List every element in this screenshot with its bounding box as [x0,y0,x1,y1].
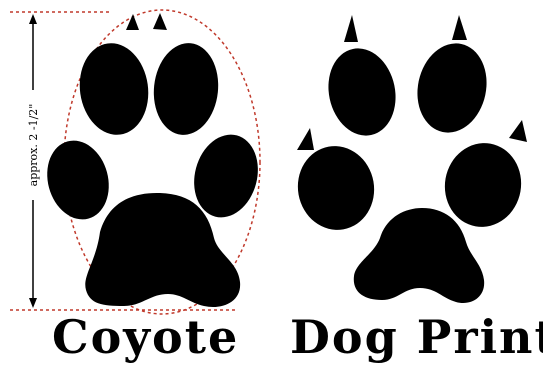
dog-claw-front-right [452,15,467,40]
coyote-toe-front-right [149,40,222,138]
dog-toe-side-left [291,140,380,236]
dog-claw-side-left [297,128,314,150]
dog-claw-side-right [509,120,527,142]
dog-print-caption: Dog Print [290,312,543,362]
coyote-claw-left [126,14,139,30]
coyote-caption: Coyote [52,312,239,362]
dog-toe-front-right [409,37,494,139]
measure-arrowhead-top [29,14,37,24]
measure-label: approx. 2 -1/2" [27,104,40,187]
measure-arrowhead-bottom [29,298,37,308]
coyote-claw-right [153,13,167,30]
coyote-print: approx. 2 -1/2" [10,10,267,314]
dog-print [291,15,527,303]
dog-claw-front-left [344,15,358,42]
coyote-toe-front-left [74,39,154,140]
dog-toe-front-left [321,42,404,142]
coyote-toe-side-left [39,134,118,227]
